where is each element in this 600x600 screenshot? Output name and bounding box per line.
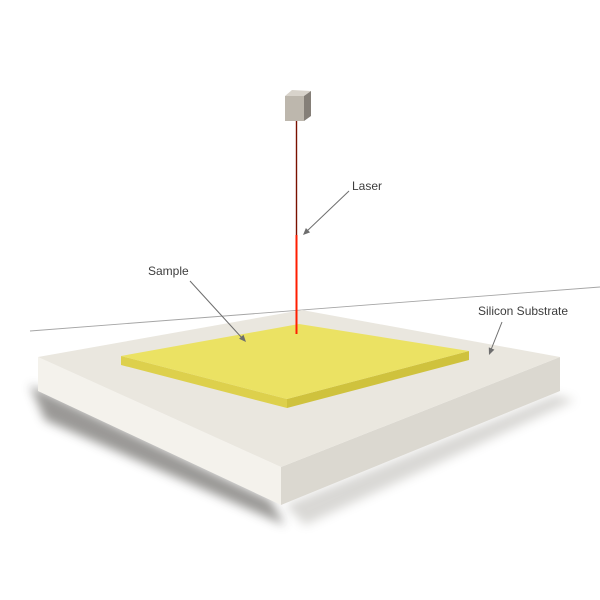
emitter-side-face [304,91,311,121]
substrate-right-face [281,357,560,505]
sample-label: Sample [148,264,189,278]
laser-annotation: Laser [303,179,382,235]
sample-top-face [121,324,469,399]
shadow-left [30,385,285,525]
sample-leader-arrowhead-icon [239,334,246,342]
laser-emitter [285,90,311,121]
sample-annotation: Sample [148,264,246,342]
laser-leader-line [305,190,350,233]
emitter-top-face [285,90,311,96]
substrate-leader-arrowhead-icon [488,347,495,355]
emitter-front-face [285,96,304,121]
sample-right-face [287,351,469,408]
substrate-left-face [38,357,281,505]
horizon-line [29,286,600,332]
substrate-annotation: Silicon Substrate [478,304,568,355]
sample-leader-line [189,280,243,339]
sample-left-face [121,356,287,408]
laser-label: Laser [352,179,382,193]
substrate-leader-line [490,321,503,352]
shadow-right [285,395,575,525]
substrate-label: Silicon Substrate [478,304,568,318]
laser-leader-arrowhead-icon [303,228,311,235]
